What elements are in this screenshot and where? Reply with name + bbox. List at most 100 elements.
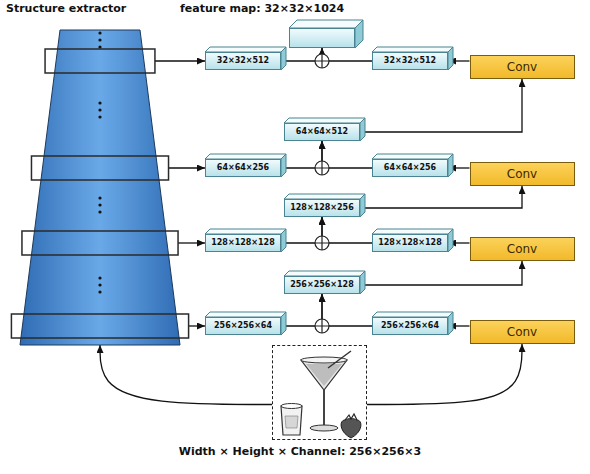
cuboid-top [372,154,453,159]
plus-sign [315,54,329,68]
cuboid-faces [372,317,373,318]
cuboid-top [284,271,365,276]
connector-arrow [100,345,272,405]
connector-arrow [322,217,372,243]
sum-symbol [315,54,329,68]
cuboid-faces [372,52,373,53]
cuboid-faces [284,123,285,124]
dimension-label: 128×128×128 [378,235,442,251]
ellipsis-dot [98,210,101,213]
ellipsis-dot [98,38,101,41]
dimension-label: 256×256×128 [290,277,354,293]
dimension-label: 128×128×256 [290,200,354,216]
cuboid-faces [205,159,206,160]
ellipsis-dot [98,45,101,48]
connector-arrow [322,48,372,61]
conv-box: Conv [470,162,575,186]
connector-arrow [360,79,522,132]
feature-block: 128×128×128 [372,234,448,252]
connector-arrow [367,344,522,405]
cuboid-side [281,154,286,177]
feature-map-block: feature map: 32×32×1024 [180,0,370,50]
structure-extractor: Structure extractor [0,0,195,350]
cuboid-side [281,312,286,335]
cuboid-top [205,312,286,317]
dimension-label: 256×256×64 [214,318,272,334]
connector-arrow [189,325,205,326]
ellipsis-dot [98,276,101,279]
connector-arrow [360,261,522,285]
cuboid-side [448,47,453,70]
feature-block: 256×256×64 [372,317,448,335]
cuboid-top [284,194,365,199]
dimension-label: 64×64×256 [217,160,269,176]
connector-arrow [322,294,372,326]
layer-tap [11,314,188,338]
cuboid-faces [205,52,206,53]
conv-label: Conv [507,321,537,343]
connector-arrow [360,186,522,208]
feature-block: 256×256×64 [205,317,281,335]
feature-block: 32×32×512 [205,52,281,70]
input-image: Width × Height × Channel: 256×256×3 [175,343,425,465]
heading-label: feature map: 32×32×1024 [180,2,344,15]
cuboid-top [372,312,453,317]
connector-arrow [281,294,322,326]
cuboid-side [448,312,453,335]
image-frame [272,345,367,440]
food-illustration [273,346,365,438]
layer-tap [22,231,178,255]
layer-tap [31,156,168,180]
dimension-label: 256×256×64 [381,318,439,334]
cuboid-side [448,229,453,252]
feature-block: 256×256×128 [284,276,360,294]
dimension-label: 128×128×128 [211,235,275,251]
conv-label: Conv [507,163,537,185]
ellipsis-dot [98,115,101,118]
plus-sign [315,236,329,250]
cuboid-faces [284,276,285,277]
cuboid-top [205,154,286,159]
cuboid-front [289,28,355,48]
feature-block: 128×128×128 [205,234,281,252]
dimension-label: 32×32×512 [217,53,269,69]
sum-symbol [315,319,329,333]
cuboid-side [355,20,363,48]
cuboid-side [360,194,365,217]
cuboid-side [281,47,286,70]
feature-block: 32×32×512 [372,52,448,70]
feature-block: 128×128×256 [284,199,360,217]
cuboid-faces [372,159,373,160]
conv-label: Conv [507,238,537,260]
sum-symbol [315,236,329,250]
cuboid-side [360,271,365,294]
ellipsis-dot [98,196,101,199]
conv-box: Conv [470,55,575,79]
sum-symbol [315,161,329,175]
cuboid-faces [284,199,285,200]
dimension-label: 64×64×512 [296,124,348,140]
cuboid-top [205,47,286,52]
cuboid-faces [372,234,373,235]
cuboid-top [372,47,453,52]
extractor-shape [0,0,195,350]
cuboid-side [360,118,365,141]
trapezoid-body [20,30,180,345]
plus-sign [315,319,329,333]
cuboid-top [205,229,286,234]
layer-tap [45,49,155,73]
cuboid-top [284,118,365,123]
plus-sign [315,161,329,175]
connector-arrow [169,167,205,168]
cuboid-faces [205,317,206,318]
ellipsis-dot [98,108,101,111]
ellipsis-dot [98,283,101,286]
cuboid-top [372,229,453,234]
conv-label: Conv [507,56,537,78]
ellipsis-dot [98,203,101,206]
connector-arrow [178,242,205,243]
cuboid-faces [205,234,206,235]
ellipsis-dot [98,31,101,34]
cuboid-side [448,154,453,177]
